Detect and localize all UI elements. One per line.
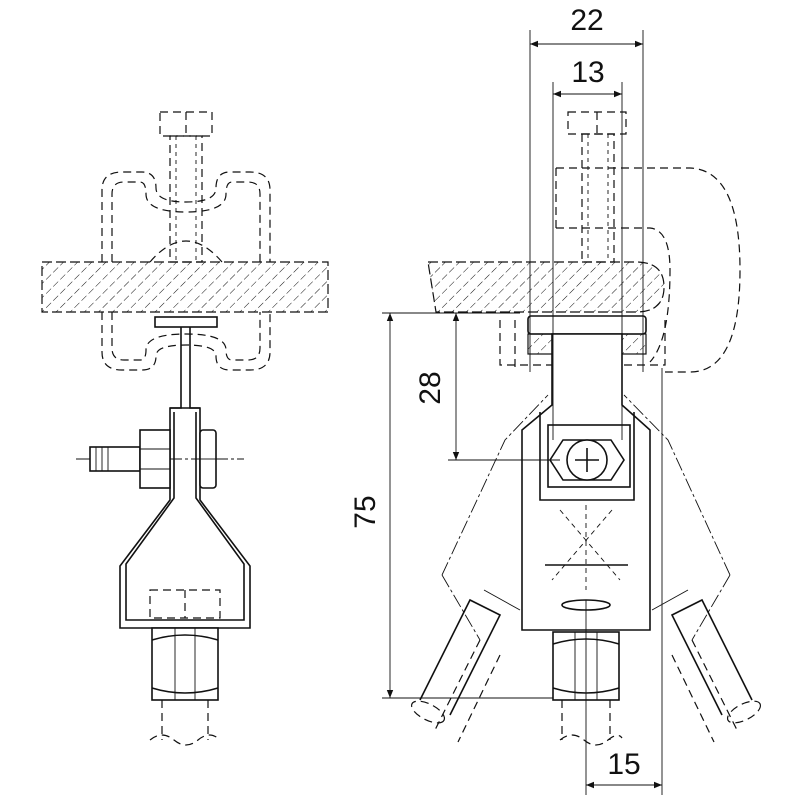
beam-flange-left <box>41 261 329 313</box>
left-view <box>41 111 329 746</box>
side-bolt <box>76 429 244 489</box>
beam-flange-right <box>427 261 665 313</box>
top-bolt <box>159 111 213 263</box>
dim-13-label: 13 <box>571 56 604 89</box>
right-bottom-nut <box>552 631 623 746</box>
dimension-15: 15 <box>585 368 663 795</box>
rod-left <box>410 589 521 743</box>
dim-15-label: 15 <box>607 748 640 781</box>
phillips-screw <box>549 439 625 481</box>
right-strap <box>521 333 651 631</box>
dimension-13: 13 <box>552 56 623 440</box>
dimension-28: 28 <box>414 312 560 461</box>
dimension-75: 75 <box>349 312 553 699</box>
bottom-nut <box>149 589 221 746</box>
dim-75-label: 75 <box>349 495 382 528</box>
right-top-bolt <box>567 111 627 263</box>
c-clamp <box>499 167 741 373</box>
right-view: 22 13 28 75 15 <box>349 4 762 795</box>
swing-envelope <box>441 394 731 641</box>
dimension-22: 22 <box>529 4 644 372</box>
rod-right <box>651 589 762 743</box>
dim-22-label: 22 <box>570 4 603 37</box>
upper-clamp-frame <box>101 171 271 263</box>
lower-clamp-frame <box>101 312 271 371</box>
dim-28-label: 28 <box>414 371 447 404</box>
t-plate <box>154 316 218 328</box>
